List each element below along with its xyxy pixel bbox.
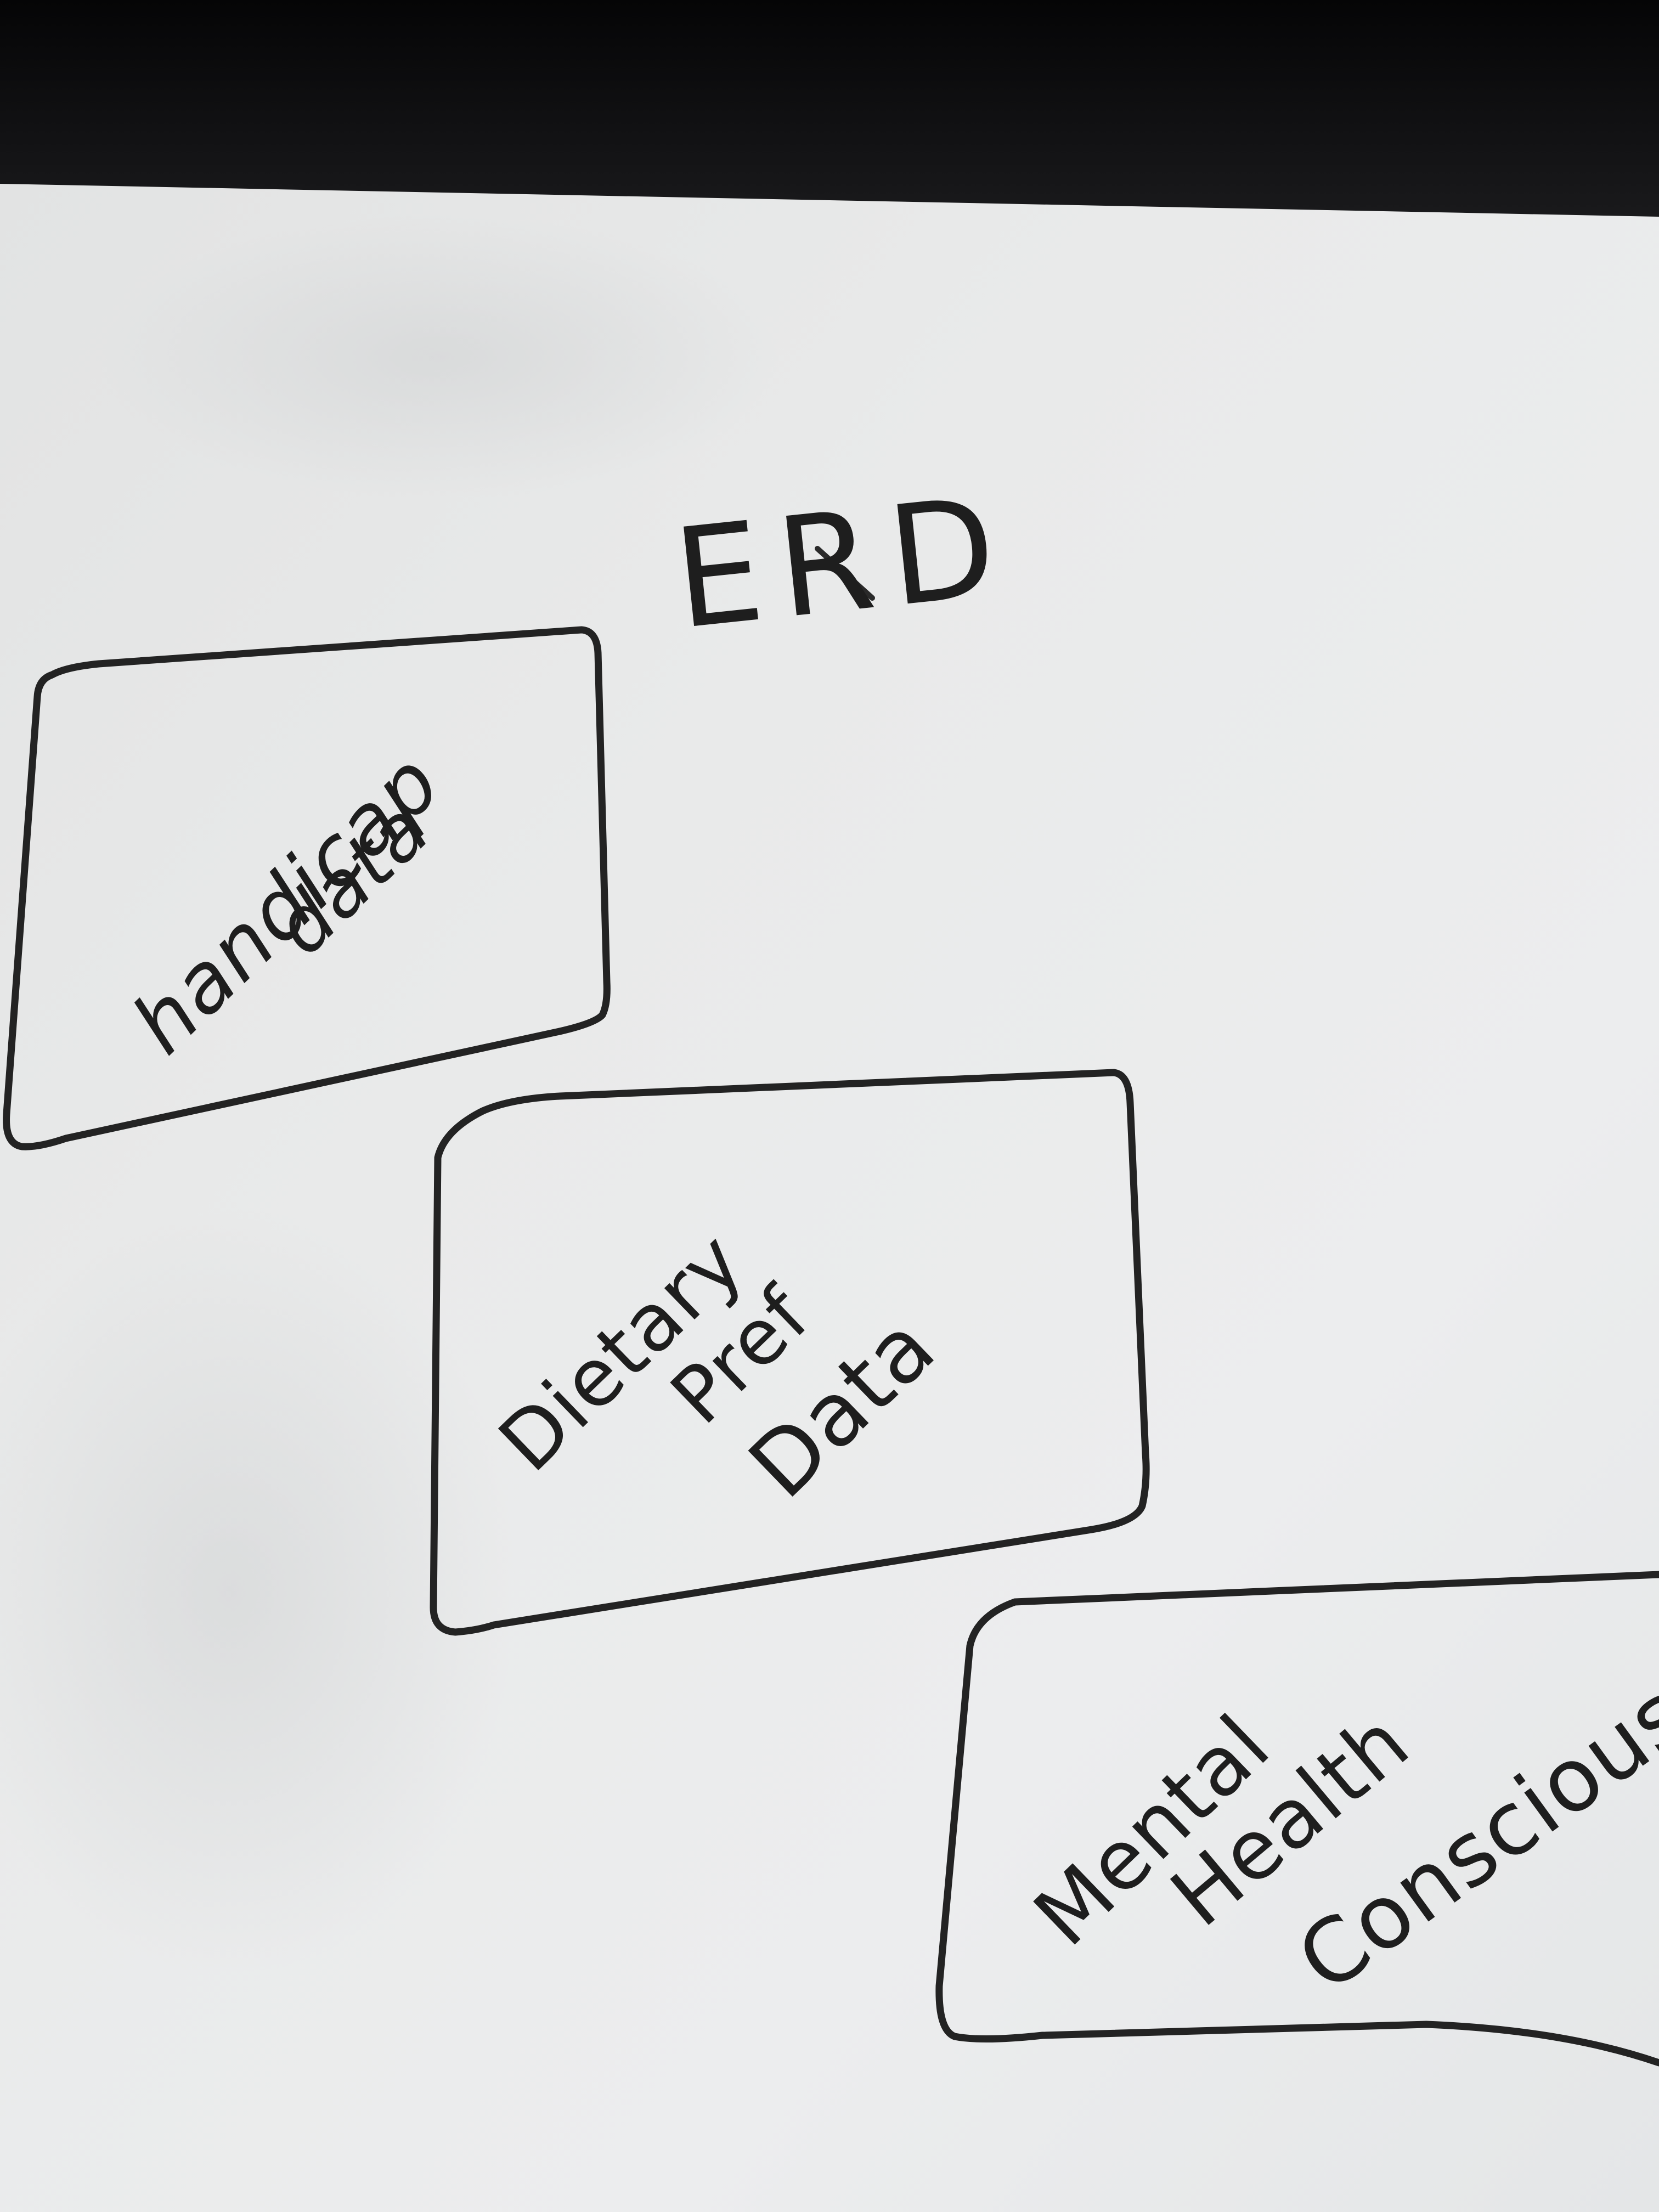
entity-box-mental — [935, 1571, 1659, 2067]
entity-box-handicap — [3, 626, 611, 1150]
entity-box-dietary — [430, 1069, 1150, 1636]
smudge-mark — [99, 214, 779, 499]
smudge-mark — [0, 1207, 516, 1975]
erd-stroke-r-leg — [815, 546, 875, 601]
